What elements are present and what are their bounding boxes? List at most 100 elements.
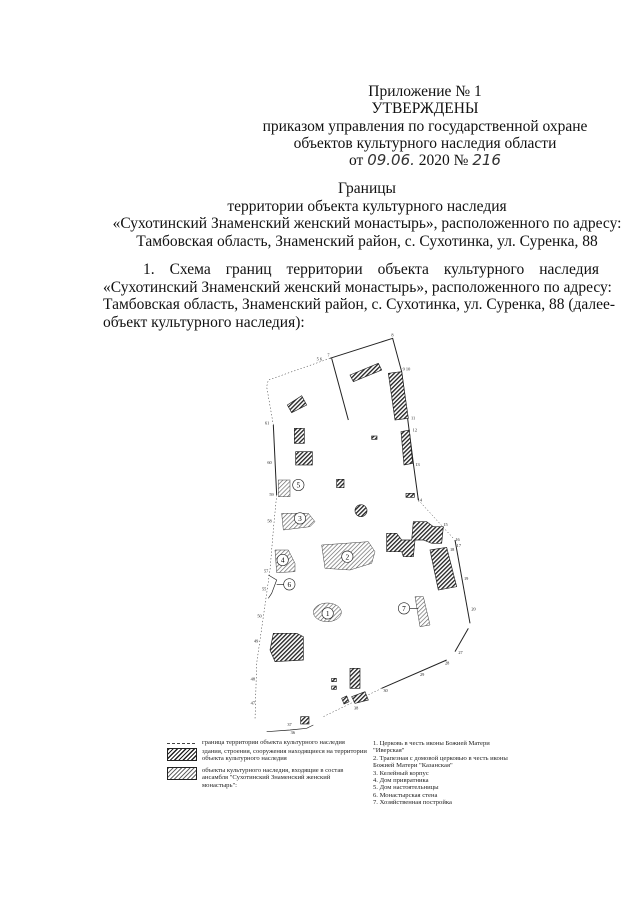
point-labels: 8 9 10 11 12 13 14 15 16 17 18 19 20 27 … (251, 333, 476, 735)
point-label: 9 10 (403, 367, 411, 372)
paragraph-line: 1. Схема границ территории объекта культ… (143, 261, 599, 278)
approved-label: УТВЕРЖДЕНЫ (371, 100, 479, 117)
building (331, 678, 337, 682)
building (351, 691, 369, 704)
building (429, 546, 458, 591)
object-markers: 1 2 3 4 5 6 7 (276, 479, 419, 620)
building (371, 435, 378, 440)
point-label: 50 (257, 613, 261, 618)
point-label: 38 (354, 705, 358, 710)
title-line-4: Тамбовская область, Знаменский район, с.… (136, 233, 598, 250)
building (400, 429, 414, 466)
handwritten-number: 216 (472, 151, 501, 169)
building (336, 479, 345, 488)
building (286, 395, 308, 414)
svg-text:2: 2 (345, 552, 349, 561)
svg-text:6: 6 (287, 580, 291, 589)
svg-text:4: 4 (281, 556, 285, 565)
point-label: 15 (443, 522, 447, 527)
point-label: 58 (267, 519, 271, 524)
point-label: 55 (262, 587, 266, 592)
legend-object: 5. Дом настоятельницы (373, 784, 439, 792)
point-label: 29 (420, 672, 424, 677)
point-label: 60 (267, 460, 271, 465)
svg-text:7: 7 (402, 604, 406, 613)
building (269, 633, 304, 663)
legend-boundary-symbol (167, 743, 195, 744)
point-label: 47 (251, 701, 256, 706)
point-label: 18 (450, 547, 454, 552)
point-label: 17 (457, 543, 462, 548)
legend-item-buildings: здания, строения, сооружения находящиеся… (202, 748, 367, 763)
object-marker-3: 3 (294, 512, 306, 525)
point-label: 49 (254, 638, 258, 643)
point-label: 36 (291, 730, 296, 735)
legend-object: 6. Монастырская стена (373, 791, 438, 799)
point-label: 5 6 (317, 357, 323, 362)
object-marker-4: 4 (276, 554, 289, 566)
territory-map: 1 2 3 4 5 6 7 8 9 10 11 12 13 14 15 16 1… (251, 333, 476, 735)
order-line-2: объектов культурного наследия области (293, 135, 557, 152)
paragraph-line: объект культурного наследия): (103, 313, 305, 331)
date-prefix: от (349, 152, 364, 169)
point-label: 13 (415, 462, 419, 467)
point-label: 37 (287, 722, 292, 727)
point-label: 7 (327, 353, 330, 358)
legend-light-hatch-swatch (167, 767, 197, 780)
building (331, 685, 337, 690)
point-label: 19 (464, 576, 468, 581)
title-line-2: территории объекта культурного наследия (227, 198, 507, 215)
object-marker-6: 6 (276, 578, 296, 591)
building (295, 451, 313, 466)
building (386, 521, 444, 557)
point-label: 16 (455, 537, 460, 542)
order-date-line: от 09.06. 2020 № 216 (250, 151, 600, 170)
object-marker-5: 5 (292, 479, 305, 491)
svg-text:5: 5 (296, 481, 300, 490)
point-label: 30 (383, 688, 387, 693)
building (341, 695, 350, 705)
legend-object: 4. Дом привратника (373, 777, 429, 785)
heritage-object-7 (414, 596, 431, 627)
point-label: 59 (269, 492, 273, 497)
point-label: 20 (471, 607, 475, 612)
point-label: 28 (445, 660, 449, 665)
building (294, 428, 305, 444)
building (349, 362, 383, 383)
point-label: 11 (411, 415, 415, 420)
point-label: 61 (265, 420, 269, 425)
object-marker-1: 1 (321, 607, 334, 620)
handwritten-date: 09.06. (367, 151, 415, 169)
building (387, 371, 409, 421)
legend-object: 2. Трапезная с домовой церковью в честь … (373, 754, 508, 770)
appendix-label: Приложение № 1 (368, 83, 482, 100)
legend-item-boundary: граница территории объекта культурного н… (202, 739, 345, 746)
title-line-3: «Сухотинский Знаменский женский монастыр… (112, 215, 622, 232)
point-label: 57 (264, 569, 269, 574)
number-sign: № (453, 152, 469, 169)
point-label: 48 (251, 677, 255, 682)
legend-object: 3. Келейный корпус (373, 769, 429, 777)
building (405, 493, 415, 498)
year: 2020 (418, 152, 450, 169)
legend-object-list: 1. Церковь в честь иконы Божией Матери "… (373, 740, 513, 807)
legend-object: 1. Церковь в честь иконы Божией Матери "… (373, 740, 490, 755)
svg-text:3: 3 (298, 514, 302, 523)
building (349, 667, 361, 689)
heritage-object-5 (278, 479, 291, 497)
legend-dark-hatch-swatch (167, 748, 197, 761)
title-line-1: Границы (338, 180, 396, 197)
svg-text:1: 1 (326, 609, 330, 618)
point-label: 12 (413, 428, 417, 433)
buildings (269, 362, 458, 725)
point-label: 27 (458, 650, 463, 655)
building (354, 504, 368, 517)
point-label: 8 (391, 333, 393, 338)
object-marker-7: 7 (398, 602, 419, 615)
object-marker-2: 2 (341, 550, 354, 563)
order-line-1: приказом управления по государственной о… (262, 118, 588, 135)
building (300, 716, 310, 725)
legend-object: 7. Хозяйственная постройка (373, 799, 452, 807)
paragraph-line: «Сухотинский Знаменский женский монастыр… (103, 278, 612, 296)
